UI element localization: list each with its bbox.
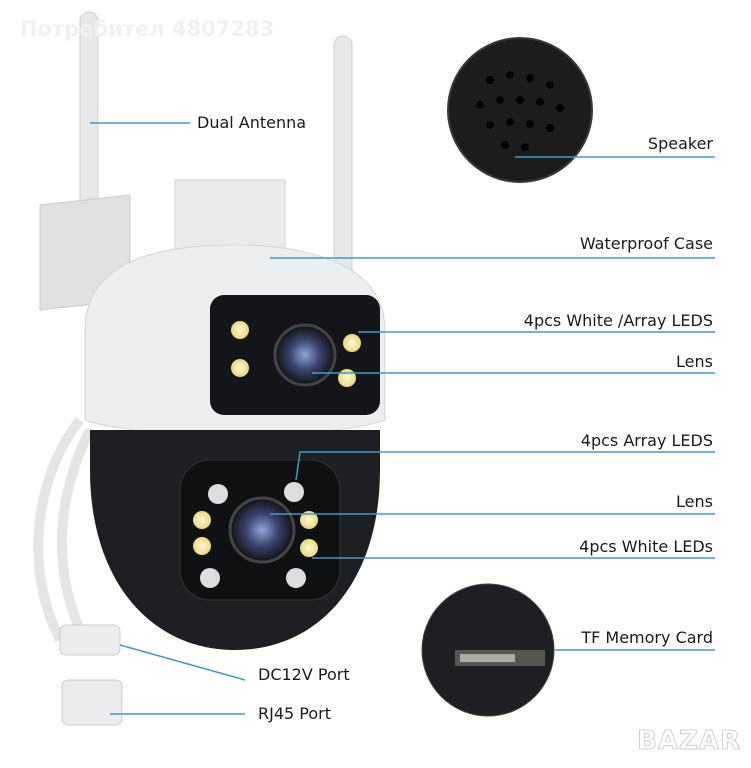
label-top-lens: Lens: [676, 352, 713, 371]
array-led: [284, 482, 304, 502]
top-lens: [273, 323, 337, 387]
array-led: [208, 484, 228, 504]
cables: [33, 416, 95, 643]
top-led: [231, 321, 249, 339]
white-led: [300, 539, 318, 557]
array-led: [286, 568, 306, 588]
label-top-leds: 4pcs White /Array LEDS: [523, 311, 713, 330]
white-led: [193, 537, 211, 555]
label-tf-card: TF Memory Card: [581, 628, 713, 647]
rj45-connector: [61, 679, 123, 726]
tf-card: [460, 654, 515, 662]
label-dual-antenna: Dual Antenna: [197, 113, 307, 132]
right-antenna: [333, 35, 353, 287]
white-led: [300, 511, 318, 529]
label-bottom-lens: Lens: [676, 492, 713, 511]
speaker-inset: [447, 37, 593, 183]
top-led: [343, 334, 361, 352]
callout-lines: [90, 122, 715, 715]
watermark: Потребител 4807283: [20, 17, 275, 41]
label-rj45-port: RJ45 Port: [258, 704, 331, 723]
mount-neck: [174, 179, 286, 251]
top-led: [338, 369, 356, 387]
array-led: [200, 568, 220, 588]
label-array-leds: 4pcs Array LEDS: [580, 431, 713, 450]
bazar-logo: BAZAR: [637, 726, 741, 757]
top-led: [231, 359, 249, 377]
white-led: [193, 511, 211, 529]
speaker-holes: [476, 71, 564, 151]
label-dc-port: DC12V Port: [258, 665, 350, 684]
bottom-lens: [228, 496, 296, 564]
label-speaker: Speaker: [647, 134, 713, 153]
label-waterproof-case: Waterproof Case: [579, 234, 713, 253]
dc-connector: [59, 624, 121, 656]
label-white-leds: 4pcs White LEDs: [579, 537, 713, 556]
